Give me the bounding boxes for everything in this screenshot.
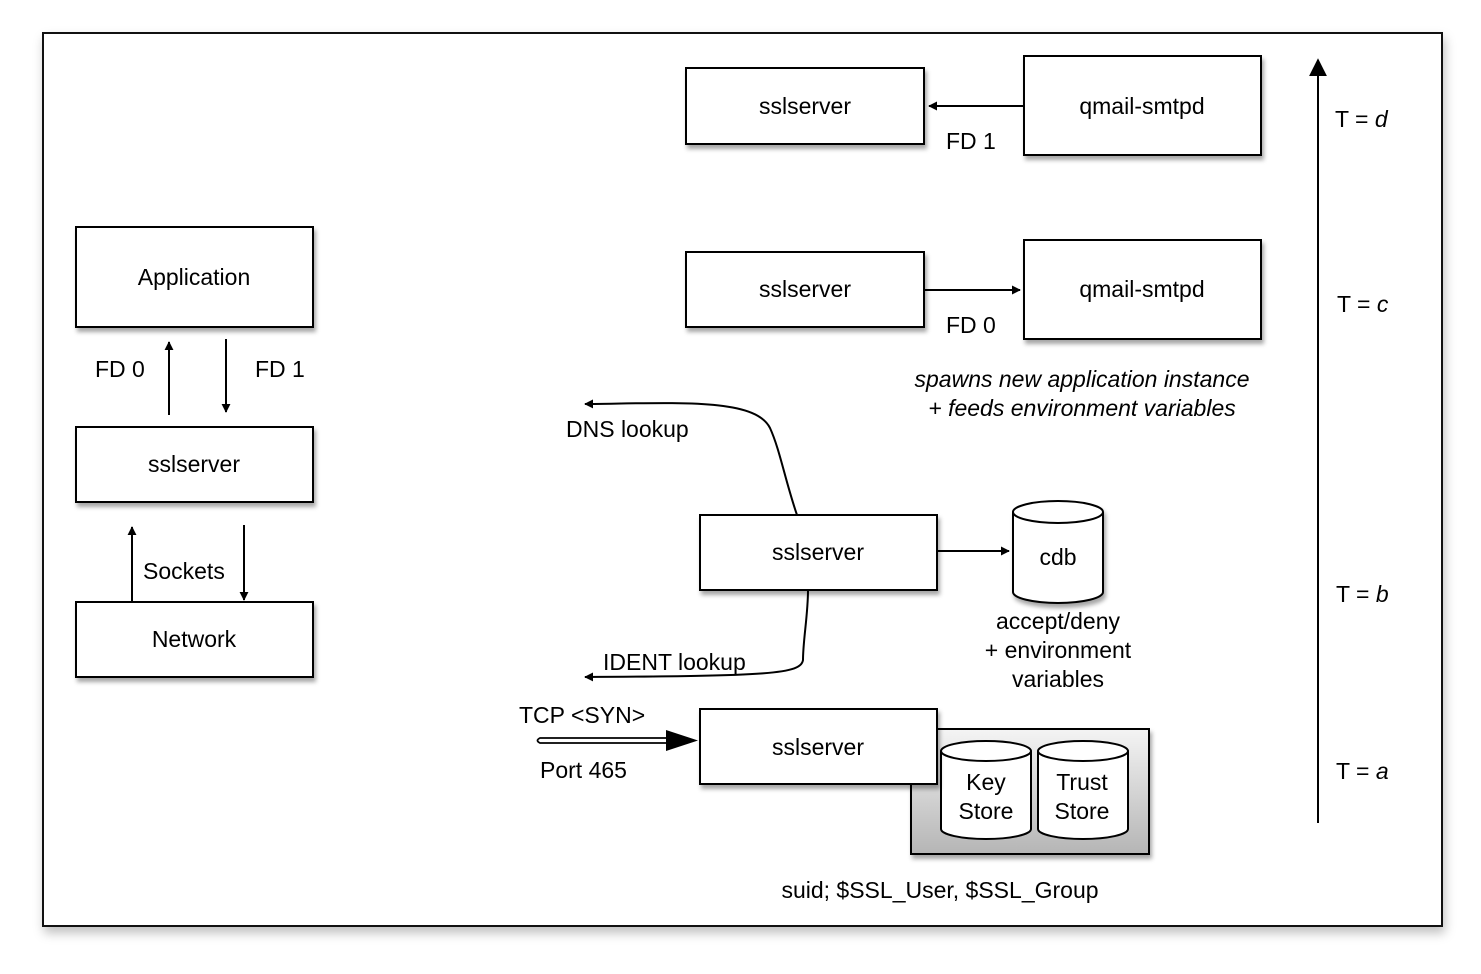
ident-lookup-arrow (584, 589, 809, 682)
time-c-label: T = c (1337, 291, 1389, 317)
stage-b: sslserver DNS lookup IDENT lookup cdb ac… (566, 399, 1132, 692)
cdb-label: cdb (1039, 544, 1076, 570)
application-box (75, 226, 314, 328)
sockets-label: Sockets (143, 558, 225, 584)
stage-b-sslserver-box (699, 514, 938, 591)
stage-d-smtpd-label: qmail-smtpd (1079, 93, 1204, 119)
application-label: Application (138, 264, 251, 290)
stage-d-fd-label: FD 1 (946, 128, 996, 154)
left-sslserver-label: sslserver (148, 451, 240, 477)
stage-d: sslserver qmail-smtpd FD 1 (685, 55, 1262, 156)
trust-store-label-line1: Trust (1056, 769, 1108, 795)
key-store-label-line1: Key (966, 769, 1006, 795)
network-label: Network (152, 626, 237, 652)
left-sslserver-box (75, 426, 314, 503)
network-box (75, 601, 314, 678)
time-b-label: T = b (1336, 581, 1389, 607)
stage-b-sslserver-label: sslserver (772, 539, 864, 565)
dns-lookup-label: DNS lookup (566, 416, 689, 442)
stage-c: sslserver qmail-smtpd FD 0 spawns new ap… (685, 239, 1262, 421)
port-label: Port 465 (540, 757, 627, 783)
stage-c-smtpd-label: qmail-smtpd (1079, 276, 1204, 302)
ident-lookup-label: IDENT lookup (603, 649, 746, 675)
tcp-syn-arrow (536, 730, 698, 751)
tcp-syn-label: TCP <SYN> (519, 702, 645, 728)
cdb-note-line3: variables (1012, 666, 1104, 692)
cdb-note-line1: accept/deny (996, 608, 1121, 634)
cdb-note-line2: + environment (985, 637, 1132, 663)
stage-c-note-line2: + feeds environment variables (928, 395, 1236, 421)
timeline: T = d T = c T = b T = a (1309, 58, 1389, 823)
left-fd1-label: FD 1 (255, 356, 305, 382)
stage-a-sslserver-label: sslserver (772, 734, 864, 760)
suid-label: suid; $SSL_User, $SSL_Group (781, 877, 1098, 903)
trust-store-label-line2: Store (1055, 798, 1110, 824)
stage-c-sslserver-label: sslserver (759, 276, 851, 302)
dns-lookup-arrow (584, 399, 798, 516)
time-a-label: T = a (1336, 758, 1389, 784)
trust-store-database-icon (1037, 740, 1129, 840)
left-stack: Application sslserver Network FD 0 FD 1 … (75, 226, 314, 678)
stage-c-smtpd-box (1023, 239, 1262, 340)
key-store-label-line2: Store (959, 798, 1014, 824)
stage-c-note-line1: spawns new application instance (915, 366, 1250, 392)
stage-d-sslserver-box (685, 67, 925, 145)
cdb-database-icon (1012, 500, 1104, 604)
key-store-database-icon (940, 740, 1032, 840)
stage-c-sslserver-box (685, 251, 925, 328)
stage-d-sslserver-label: sslserver (759, 93, 851, 119)
stage-a-sslserver-box (699, 708, 938, 785)
stage-a: Key Store Trust Store sslserver TCP <SYN… (519, 702, 1150, 903)
stage-c-fd-label: FD 0 (946, 312, 996, 338)
left-fd0-label: FD 0 (95, 356, 145, 382)
time-d-label: T = d (1335, 106, 1389, 132)
